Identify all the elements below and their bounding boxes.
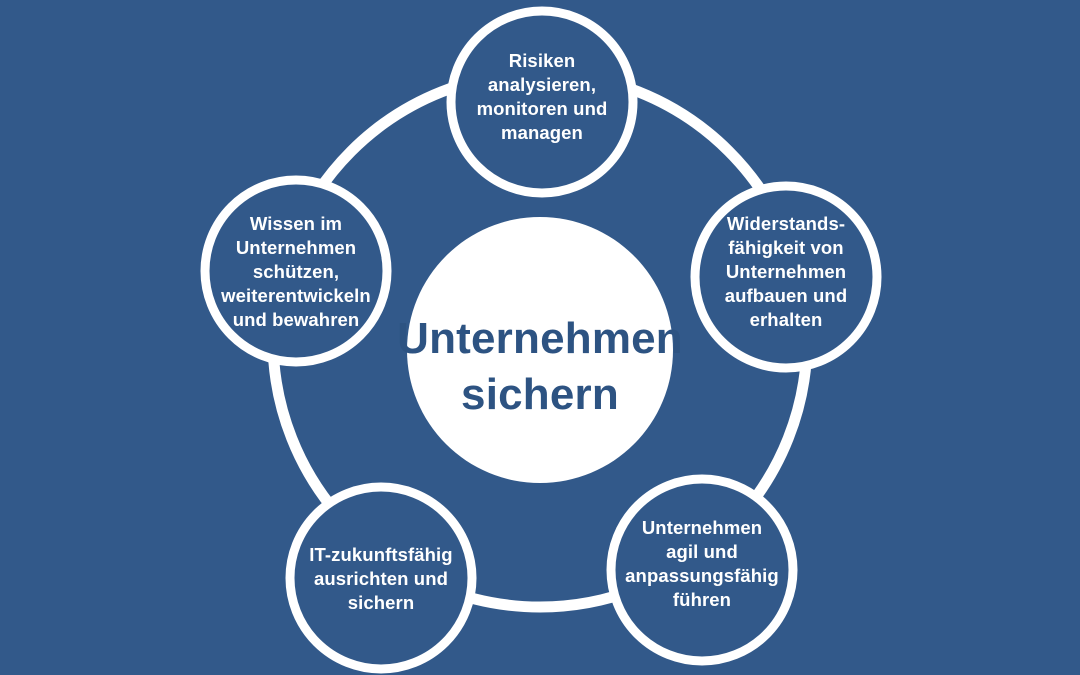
node-label-widerstand-line-1: Widerstands- <box>727 213 845 234</box>
center-hub-label-line-2: sichern <box>461 370 619 419</box>
node-label-agil-line-2: agil und <box>666 541 738 562</box>
node-label-risiken-line-3: monitoren und <box>477 98 608 119</box>
node-outline-risiken <box>446 6 638 198</box>
node-label-it-line-1: IT-zukunftsfähig <box>309 544 452 565</box>
node-label-widerstand-line-4: aufbauen und <box>725 285 847 306</box>
node-label-wissen-line-5: und bewahren <box>233 309 360 330</box>
node-label-widerstand-line-3: Unternehmen <box>726 261 846 282</box>
node-outline-widerstandsfaehigkeit <box>690 181 882 373</box>
node-circle-risiken[interactable]: Risiken analysieren, monitoren und manag… <box>446 6 638 198</box>
center-hub-circle <box>407 217 673 483</box>
node-label-it-line-3: sichern <box>348 592 415 613</box>
node-label-widerstand-line-2: fähigkeit von <box>728 237 843 258</box>
node-label-risiken-line-4: managen <box>501 122 583 143</box>
node-label-agil-line-3: anpassungsfähig <box>625 565 779 586</box>
center-hub[interactable]: Unternehmen sichern <box>397 217 683 483</box>
node-label-it-line-2: ausrichten und <box>314 568 448 589</box>
node-label-risiken-line-2: analysieren, <box>488 74 596 95</box>
node-outline-wissen <box>200 175 392 367</box>
node-label-agil-line-1: Unternehmen <box>642 517 762 538</box>
node-label-wissen-line-2: Unternehmen <box>236 237 356 258</box>
node-outline-it-zukunftsfaehig <box>285 482 477 674</box>
node-circle-it-zukunftsfaehig[interactable]: IT-zukunftsfähig ausrichten und sichern <box>285 482 477 674</box>
node-label-agil-line-4: führen <box>673 589 731 610</box>
node-label-risiken-line-1: Risiken <box>509 50 576 71</box>
node-label-wissen-line-1: Wissen im <box>250 213 342 234</box>
node-outline-agil <box>606 474 798 666</box>
node-label-widerstand-line-5: erhalten <box>750 309 823 330</box>
node-circle-agil[interactable]: Unternehmen agil und anpassungsfähig füh… <box>606 474 798 666</box>
node-circle-widerstandsfaehigkeit[interactable]: Widerstands- fähigkeit von Unternehmen a… <box>690 181 882 373</box>
center-hub-label-line-1: Unternehmen <box>397 314 683 363</box>
node-circle-wissen[interactable]: Wissen im Unternehmen schützen, weiteren… <box>200 175 392 367</box>
node-label-wissen-line-3: schützen, <box>253 261 339 282</box>
node-label-wissen-line-4: weiterentwickeln <box>220 285 371 306</box>
